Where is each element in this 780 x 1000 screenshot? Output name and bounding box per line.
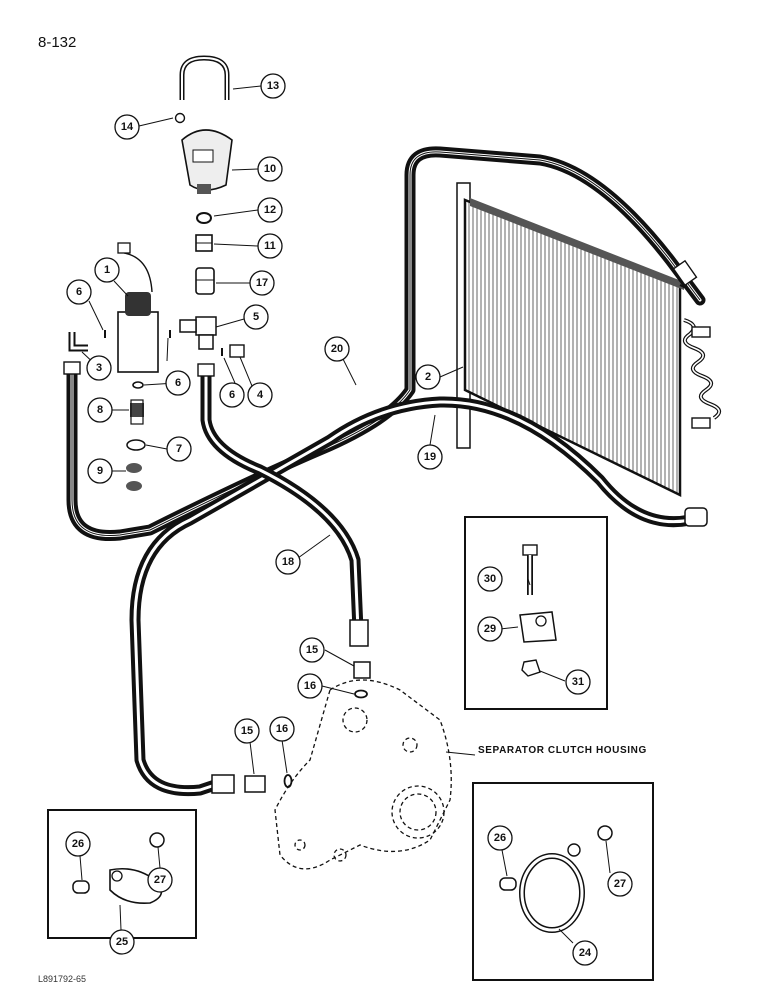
callout-29-label: 29: [484, 623, 496, 635]
callout-24: 24: [572, 940, 598, 966]
callout-31-label: 31: [572, 676, 584, 688]
callout-7: 7: [166, 436, 192, 462]
page-number: 8-132: [38, 34, 77, 51]
nut-14: [174, 112, 186, 124]
fitting-15-lower: [244, 775, 266, 793]
nuts-9: [126, 463, 142, 491]
callout-26-left: 26: [65, 831, 91, 857]
fitting-17: [195, 267, 215, 295]
callout-19: 19: [417, 444, 443, 470]
u-bolt: [179, 55, 230, 100]
callout-14-label: 14: [121, 121, 134, 133]
callout-5-label: 5: [253, 311, 259, 323]
fitting-11: [195, 234, 213, 252]
callout-30-label: 30: [484, 573, 496, 585]
callout-13-label: 13: [267, 80, 279, 92]
callout-27-left-label: 27: [154, 874, 166, 886]
callout-29: 29: [477, 616, 503, 642]
callout-6-center: 6: [165, 370, 191, 396]
callout-12-label: 12: [264, 204, 276, 216]
callout-1-label: 1: [104, 264, 110, 276]
callout-6-right-label: 6: [229, 389, 235, 401]
figure-code: L891792-65: [38, 974, 87, 984]
callout-16-upper: 16: [297, 673, 323, 699]
separator-clutch-housing: [274, 679, 452, 870]
callout-26-right-label: 26: [494, 832, 506, 844]
callout-15-upper-label: 15: [306, 644, 318, 656]
callout-27-right: 27: [607, 871, 633, 897]
callout-17-label: 17: [256, 277, 268, 289]
separator-clutch-housing-label: SEPARATOR CLUTCH HOUSING: [478, 745, 647, 756]
callout-2: 2: [415, 364, 441, 390]
callout-18-label: 18: [282, 556, 294, 568]
callout-1: 1: [94, 257, 120, 283]
callout-2-label: 2: [425, 371, 431, 383]
callout-18: 18: [275, 549, 301, 575]
callout-10: 10: [257, 156, 283, 182]
callout-14: 14: [114, 114, 140, 140]
callout-13: 13: [260, 73, 286, 99]
callout-25: 25: [109, 929, 135, 955]
callout-6-left-label: 6: [76, 286, 82, 298]
condenser: [456, 182, 722, 498]
callout-10-label: 10: [264, 163, 276, 175]
callout-5: 5: [243, 304, 269, 330]
callout-27-right-label: 27: [614, 878, 626, 890]
callout-6-right: 6: [219, 382, 245, 408]
callout-25-label: 25: [116, 936, 128, 948]
washer-7: [126, 439, 146, 451]
callout-3-label: 3: [96, 362, 102, 374]
valve-1: [117, 242, 159, 373]
callout-6-left: 6: [66, 279, 92, 305]
hose-19: [129, 396, 708, 797]
callout-15-lower-label: 15: [241, 725, 253, 737]
inset-clamp-block: [464, 516, 608, 710]
tee-5: [179, 316, 217, 350]
callout-16-upper-label: 16: [304, 680, 316, 692]
callout-15-lower: 15: [234, 718, 260, 744]
o-rings-6: [104, 330, 223, 389]
plug-4: [229, 344, 245, 358]
callout-11-label: 11: [264, 240, 276, 252]
callout-4-label: 4: [257, 389, 264, 401]
callout-12: 12: [257, 197, 283, 223]
callout-30: 30: [477, 566, 503, 592]
fitting-15-upper: [353, 661, 371, 679]
callout-15-upper: 15: [299, 637, 325, 663]
o-ring-12: [196, 212, 212, 224]
inset-strap-25: [47, 809, 197, 939]
callout-7-label: 7: [176, 443, 182, 455]
o-ring-16-upper: [354, 689, 368, 699]
callout-8-label: 8: [97, 404, 103, 416]
callout-19-label: 19: [424, 451, 436, 463]
callout-24-label: 24: [579, 947, 592, 959]
inset-strap-24: [472, 782, 654, 981]
elbow-3: [68, 332, 88, 352]
callout-26-left-label: 26: [72, 838, 84, 850]
callout-16-lower-label: 16: [276, 723, 288, 735]
callout-17: 17: [249, 270, 275, 296]
callout-27-left: 27: [147, 867, 173, 893]
callout-3: 3: [86, 355, 112, 381]
callout-16-lower: 16: [269, 716, 295, 742]
callout-4: 4: [247, 382, 273, 408]
callout-20-label: 20: [331, 343, 343, 355]
leader-lines: [79, 85, 611, 944]
hose-18: [197, 363, 369, 647]
callout-20: 20: [324, 336, 350, 362]
callout-9: 9: [87, 458, 113, 484]
o-ring-16-lower: [283, 774, 293, 788]
switch-8: [130, 399, 144, 425]
callout-31: 31: [565, 669, 591, 695]
callout-8: 8: [87, 397, 113, 423]
callout-9-label: 9: [97, 465, 103, 477]
callout-26-right: 26: [487, 825, 513, 851]
callout-11: 11: [257, 233, 283, 259]
callout-6-center-label: 6: [175, 377, 181, 389]
filter-10: [181, 129, 233, 194]
